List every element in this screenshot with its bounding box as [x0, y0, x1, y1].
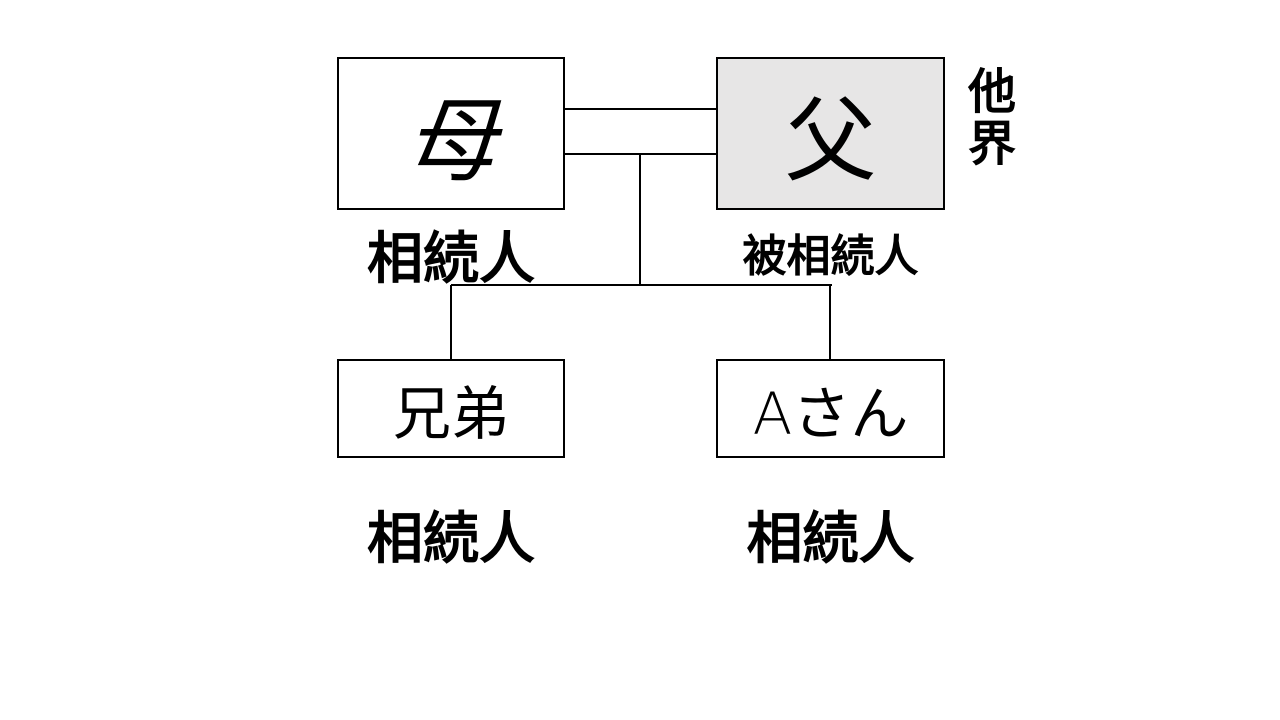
status-char-1: 他	[967, 64, 1016, 120]
status-char-2: 界	[967, 116, 1016, 172]
mother-box: 母	[337, 57, 565, 210]
mother-role-label: 相続人	[367, 227, 535, 292]
father-box: 父	[716, 57, 945, 210]
father-status-vertical: 他 界	[962, 66, 1022, 170]
person-a-box: Aさん	[716, 359, 945, 458]
mother-name: 母	[404, 88, 497, 195]
father-role-label: 被相続人	[742, 231, 919, 282]
sibling-box: 兄弟	[337, 359, 565, 458]
father-name: 父	[784, 88, 877, 195]
person-a-role-label: 相続人	[746, 507, 915, 572]
sibling-role-label: 相続人	[367, 507, 535, 572]
sibling-name: 兄弟	[392, 379, 509, 448]
person-a-name: Aさん	[752, 379, 909, 448]
